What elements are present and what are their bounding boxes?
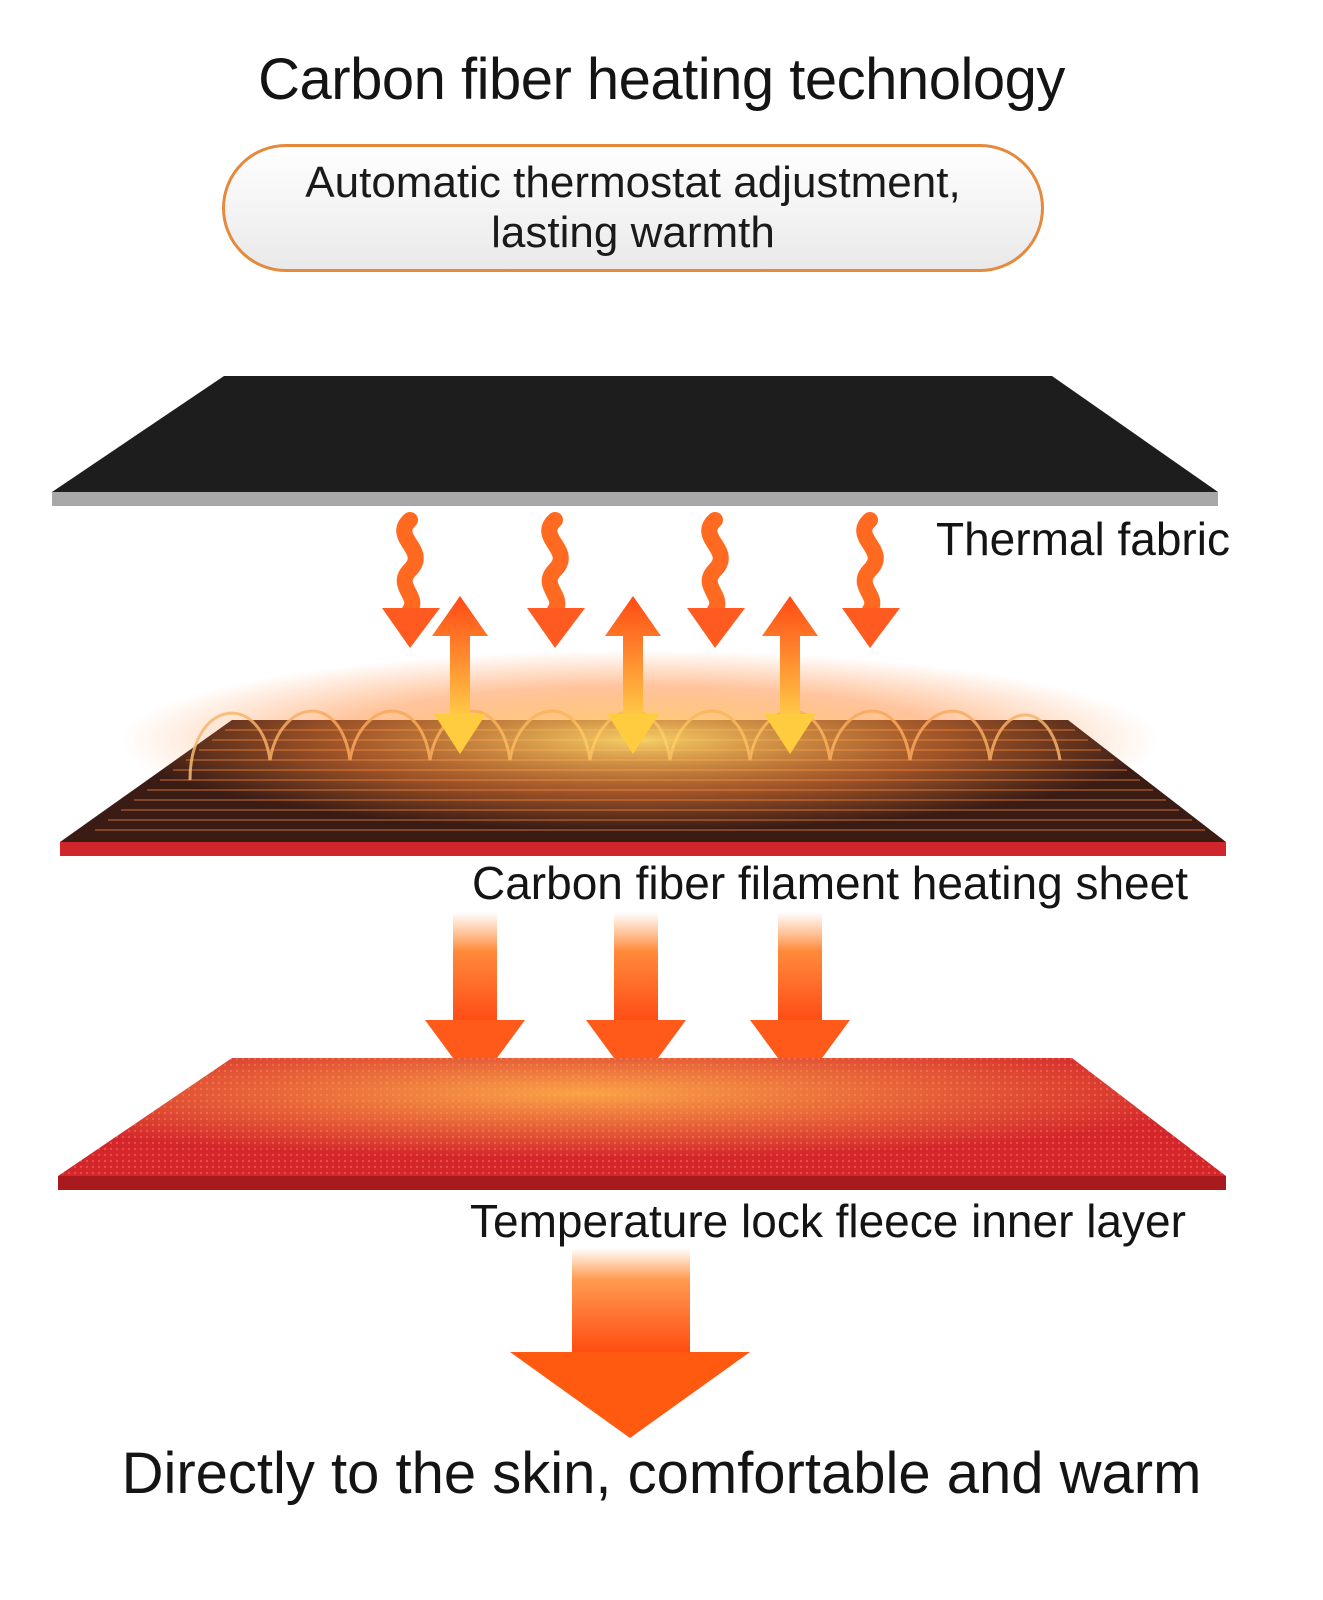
label-fleece-layer: Temperature lock fleece inner layer bbox=[470, 1195, 1186, 1247]
page-title: Carbon fiber heating technology bbox=[258, 47, 1065, 112]
wavy-heat-arrows bbox=[382, 512, 900, 648]
fleece-layer bbox=[58, 1058, 1226, 1190]
heat-transfer-arrows bbox=[425, 912, 850, 1088]
subtitle-line-1: Automatic thermostat adjustment, bbox=[305, 158, 961, 207]
skin-arrow bbox=[510, 1248, 750, 1438]
footer-caption: Directly to the skin, comfortable and wa… bbox=[121, 1441, 1202, 1506]
subtitle-badge: Automatic thermostat adjustment, lasting… bbox=[222, 144, 1044, 272]
label-thermal-fabric: Thermal fabric bbox=[936, 513, 1230, 565]
label-heating-sheet: Carbon fiber filament heating sheet bbox=[472, 857, 1188, 909]
thermal-fabric-layer bbox=[52, 376, 1218, 506]
subtitle-line-2: lasting warmth bbox=[491, 208, 775, 257]
double-arrows bbox=[432, 596, 818, 754]
